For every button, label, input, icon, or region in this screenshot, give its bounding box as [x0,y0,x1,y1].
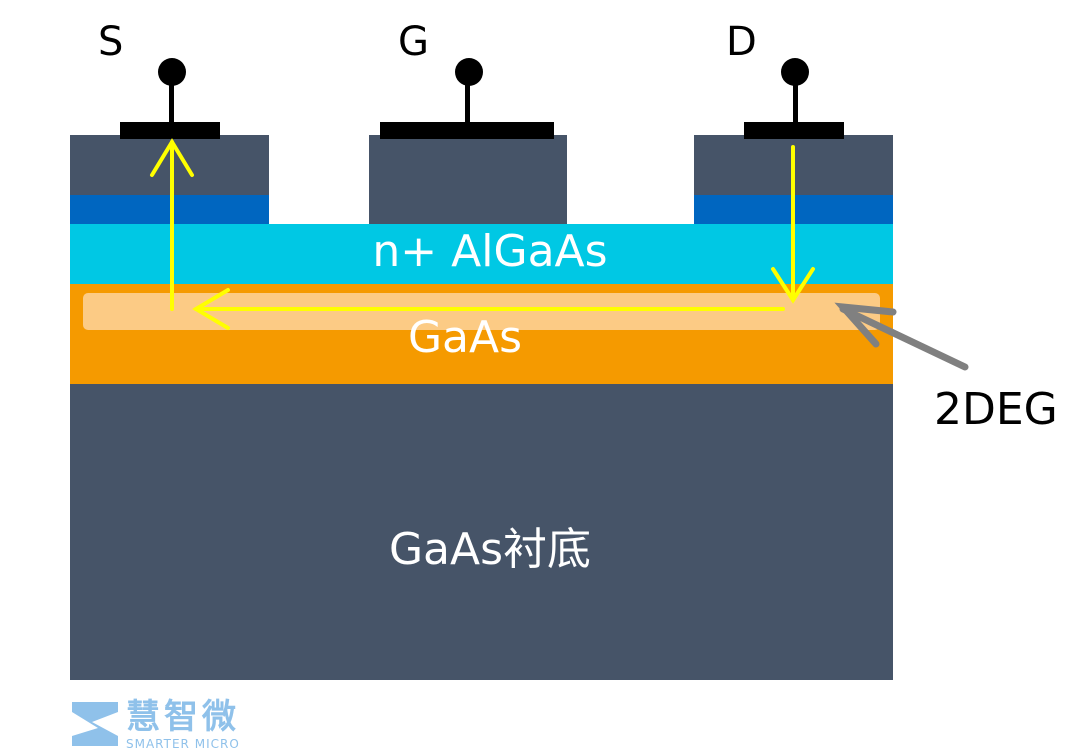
gate-contact [380,58,554,139]
logo-mark-icon [72,702,118,746]
source-doped-region [70,195,269,224]
current-flow-arrow [150,138,815,330]
gate-label: G [398,19,429,65]
logo-subtitle: SMARTER MICRO [126,737,240,751]
substrate-label: GaAs衬底 [388,524,592,575]
2deg-pointer-arrow [834,302,969,371]
source-contact [120,58,220,139]
drain-contact [744,58,844,139]
source-label: S [98,19,124,65]
gate-cap [369,135,567,224]
2deg-label: 2DEG [934,384,1058,435]
substrate-layer [70,384,893,680]
company-logo: 慧智微 SMARTER MICRO [126,700,240,750]
algaas-label: n+ AlGaAs [372,226,608,277]
2deg-channel [83,293,880,330]
logo-name: 慧智微 [126,697,240,737]
gaas-label: GaAs [407,312,523,363]
algaas-layer [70,224,893,284]
drain-label: D [726,19,757,65]
